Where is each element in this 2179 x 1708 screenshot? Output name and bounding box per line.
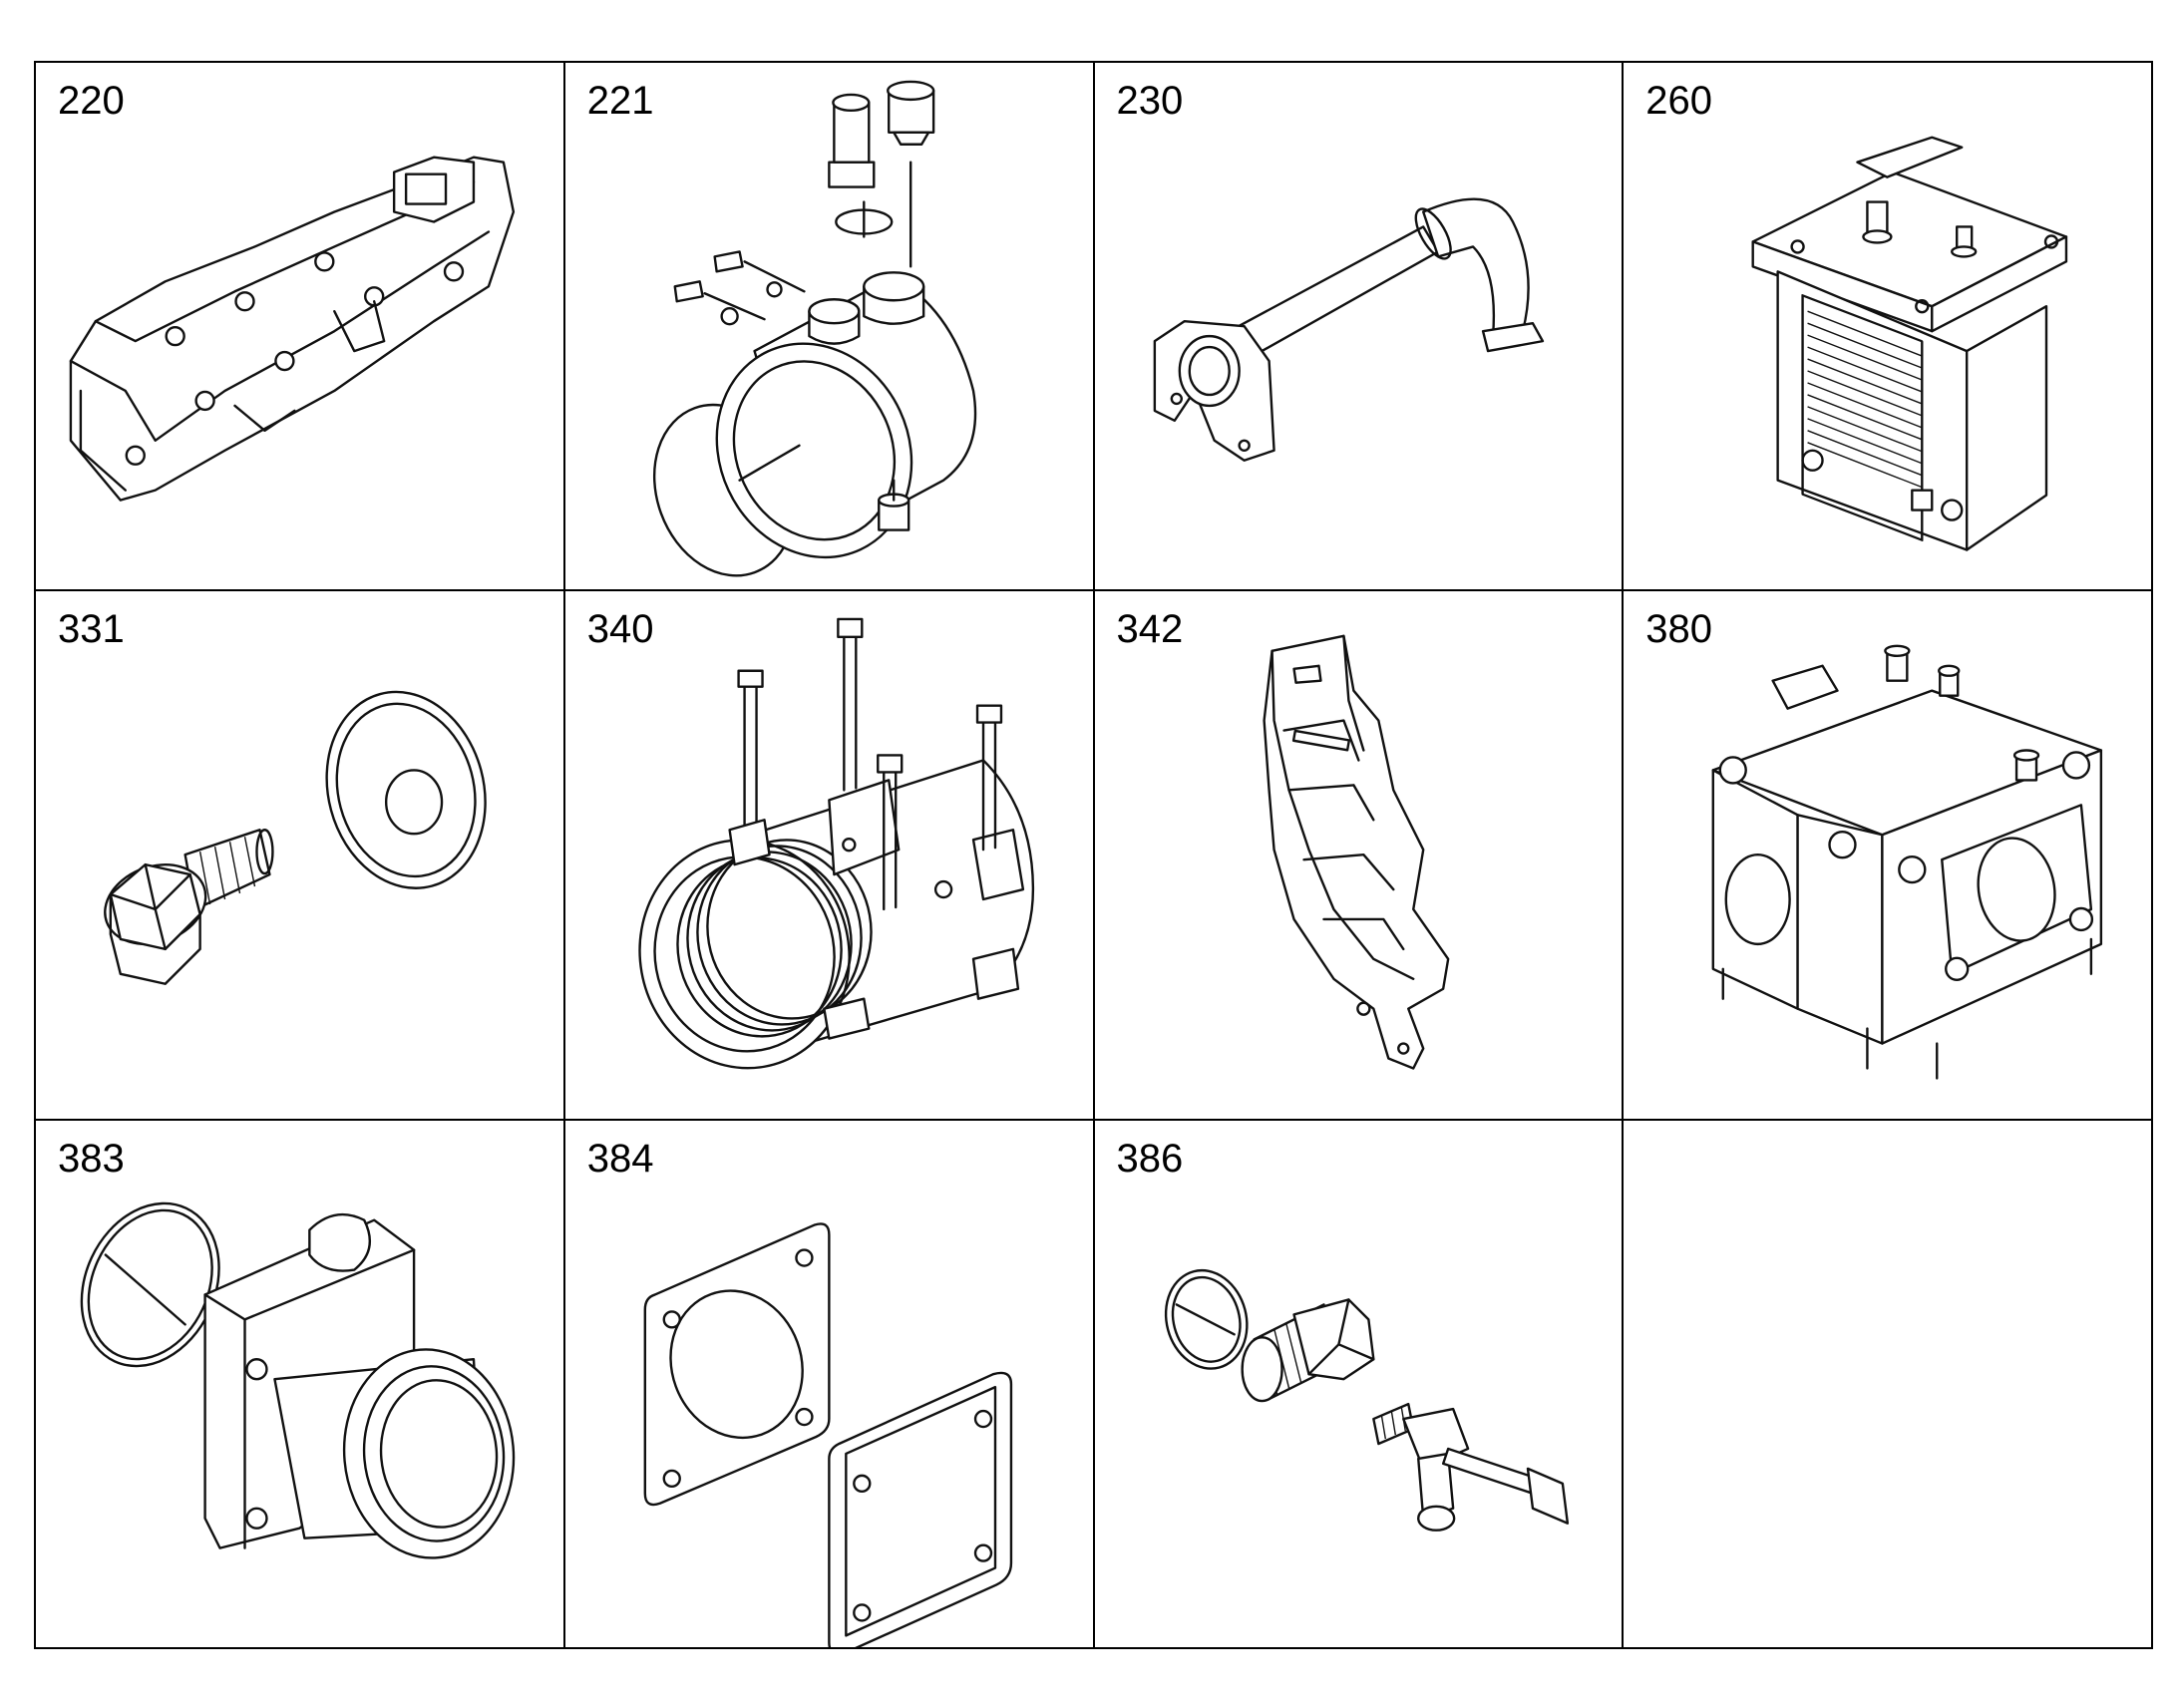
part-cell-383[interactable]: 383 xyxy=(36,1120,565,1649)
compressor-icon xyxy=(638,618,1034,1070)
heat-exchanger-icon xyxy=(1751,136,2068,551)
part-cell-331[interactable]: 331 xyxy=(36,591,565,1121)
part-cell-384[interactable]: 384 xyxy=(564,1120,1095,1649)
bolt-washer-icon xyxy=(104,691,487,986)
part-number: 221 xyxy=(586,79,654,123)
pipe-assembly-icon xyxy=(1153,197,1544,462)
part-number: 384 xyxy=(586,1136,654,1181)
part-cell-221[interactable]: 221 xyxy=(564,63,1095,592)
drain-tap-icon xyxy=(1164,1268,1569,1532)
flange-elbow-icon xyxy=(80,1201,516,1559)
part-number: 220 xyxy=(58,79,125,123)
part-number: 380 xyxy=(1645,607,1712,652)
intake-manifold-icon xyxy=(69,156,516,502)
part-number: 342 xyxy=(1116,607,1184,652)
part-cell-260[interactable]: 260 xyxy=(1624,63,2153,592)
bracket-icon xyxy=(1262,634,1449,1071)
valve-housing-icon xyxy=(1711,644,2103,1080)
part-cell-386[interactable]: 386 xyxy=(1094,1120,1625,1649)
part-number: 386 xyxy=(1116,1136,1184,1181)
part-number: 230 xyxy=(1116,79,1184,123)
parts-grid: 220 221 xyxy=(34,61,2153,1649)
part-cell-380[interactable]: 380 xyxy=(1624,591,2153,1121)
part-number: 383 xyxy=(58,1136,125,1181)
part-cell-340[interactable]: 340 xyxy=(564,591,1095,1121)
part-cell-220[interactable]: 220 xyxy=(36,63,565,592)
gasket-cover-icon xyxy=(643,1221,1012,1647)
part-number: 331 xyxy=(58,607,125,652)
part-number: 260 xyxy=(1645,79,1712,123)
part-cell-230[interactable]: 230 xyxy=(1094,63,1625,592)
empty-cell xyxy=(1624,1120,2153,1649)
part-number: 340 xyxy=(586,607,654,652)
part-cell-342[interactable]: 342 xyxy=(1094,591,1625,1121)
connection-housing-icon xyxy=(652,80,976,577)
